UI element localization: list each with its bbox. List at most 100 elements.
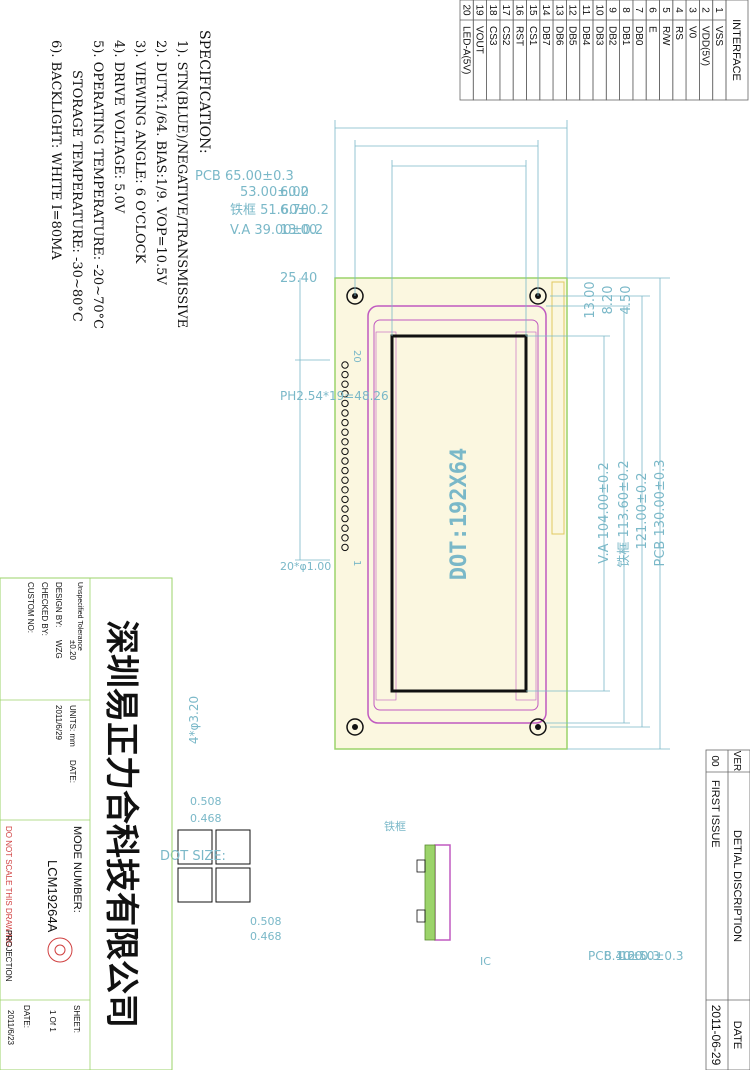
model-number: LCM19264A — [45, 860, 60, 933]
side-view: 铁框 IC 12.50±0.3 8.40±0.3 PCB 1.60 — [384, 820, 684, 968]
dot-size-1: 0.508 — [190, 795, 222, 808]
spec-line-3: 3). VIEWING ANGLE: 6 O'CLOCK — [132, 40, 147, 264]
sheet-label: SHEET: — [72, 1005, 81, 1033]
projection-symbol-icon — [47, 937, 73, 963]
pin-number: 7 — [633, 7, 644, 13]
r82-label: 8.20 — [601, 286, 616, 315]
mount-hole-tr — [529, 718, 547, 736]
interface-row — [712, 0, 727, 101]
pin-hole — [341, 514, 349, 523]
company-name: 深圳易正力合科技有限公司 — [101, 620, 141, 1028]
interface-row — [605, 0, 621, 101]
rev-col-desc: DETIAL DISCRIPTION — [731, 830, 743, 942]
pin-hole — [341, 466, 349, 475]
pin-20-label: 20 — [351, 350, 362, 363]
pin-hole — [341, 361, 349, 369]
top-strip — [551, 281, 565, 535]
pin-hole — [341, 524, 349, 532]
pin-number: 9 — [607, 7, 618, 13]
interface-header: INTERFACE — [730, 19, 742, 81]
pin-number: 6 — [647, 7, 658, 13]
dot-size-label: DOT SIZE: — [160, 849, 226, 864]
pin-number: 12 — [567, 4, 578, 16]
va-len-label: V.A 104.00±0.2 — [597, 462, 612, 563]
o2540-dim: 25.40 — [280, 271, 317, 286]
pin-number: 3 — [686, 7, 697, 13]
pitch-dim: PH2.54*19=48.26 — [280, 389, 389, 403]
rev-ver: 00 — [709, 755, 720, 767]
pin-number: 15 — [527, 4, 538, 16]
pin-name: VOUT — [474, 26, 485, 54]
date2-label: DATE: — [22, 1005, 31, 1028]
dot-size: DOT SIZE: 0.508 0.468 0.508 0.468 — [160, 795, 282, 943]
rev-col-date: DATE — [731, 1021, 743, 1050]
sheet-value: 1 Of 1 — [48, 1010, 57, 1032]
pin-number: 11 — [580, 5, 591, 16]
pin-name: DB1 — [620, 26, 631, 46]
dot-size-2: 0.468 — [190, 812, 222, 825]
pin-hole — [341, 476, 349, 484]
unspecified-label: Unspecified Tolerance — [76, 582, 83, 651]
pin-hole — [341, 457, 349, 465]
checked-label: CHECKED BY: — [40, 582, 49, 636]
projection-label: PROJECTION — [4, 930, 13, 982]
pin-name: RS — [673, 26, 684, 40]
mount-hole-br — [346, 718, 364, 736]
r45-label: 4.50 — [619, 286, 634, 315]
interface-row — [459, 0, 474, 101]
pin-hole — [341, 447, 349, 456]
pin-name: VSS — [713, 26, 724, 46]
pin-number: 13 — [553, 4, 564, 16]
pin-number: 2 — [700, 7, 711, 13]
spec-line-1: 1). STN(BLUE)/NEGATIVE/TRANSMISSIVE — [174, 40, 189, 328]
design-by: WZG — [54, 640, 63, 659]
pin-number: 5 — [660, 7, 671, 13]
pin-hole — [341, 495, 349, 504]
frame-inner — [373, 319, 539, 711]
rev-col-ver: VER — [731, 751, 742, 772]
pin-number: 20 — [460, 4, 471, 16]
metal-frame — [367, 305, 547, 724]
dimension-labels: PCB 130.00±0.3 121.00±0.2 铁框 113.60±0.2 … — [187, 281, 668, 744]
pin-name: E — [647, 26, 658, 33]
pin-number: 10 — [593, 4, 604, 16]
pin-name: DB7 — [540, 26, 551, 46]
mount-hole-label: 4*φ3.20 — [187, 696, 201, 744]
pin-name: VDD(5V) — [700, 26, 711, 66]
frame-len-label: 铁框 113.60±0.2 — [617, 460, 632, 567]
pin-number: 18 — [487, 4, 498, 16]
pin-header — [341, 361, 349, 552]
pin-name: DB4 — [580, 26, 591, 46]
spec-title: SPECIFICATION: — [196, 30, 212, 154]
pin-number: 16 — [514, 4, 525, 16]
pin-name: CS3 — [487, 26, 498, 46]
o67-dim: 6.70 — [280, 203, 309, 218]
warning-label: DO NOT SCALE THIS DRAWING — [4, 826, 13, 946]
frame-width-dim: 铁框 51.60±0.2 — [230, 203, 329, 218]
dot-size-3: 0.508 — [250, 915, 282, 928]
lcm-module: DOT:192X64 20 1 — [334, 277, 568, 750]
pin-hole — [341, 418, 349, 427]
tpcb-label: PCB 1.60 — [588, 949, 642, 963]
pin-hole — [341, 399, 349, 408]
pcb-width-dim: PCB 65.00±0.3 — [195, 169, 294, 184]
pin-hole — [341, 390, 349, 398]
pin-hole-dim: 20*φ1.00 — [280, 560, 331, 573]
pcb-width-label: PCB 130.00±0.3 — [653, 459, 668, 566]
pin-hole — [341, 543, 349, 552]
interface-row — [619, 0, 634, 101]
pin-hole — [341, 486, 349, 494]
t840-label: 8.40±0.3 — [604, 949, 660, 963]
title-block: 深圳易正力合科技有限公司 Unspecified Tolerance ±0.20… — [0, 577, 173, 1070]
pin-number: 8 — [620, 7, 631, 13]
interface-row — [685, 0, 700, 101]
d53-dim: 53.00±0.2 — [240, 185, 309, 200]
rev-desc: FIRST ISSUE — [709, 780, 721, 848]
pin-hole — [341, 534, 349, 542]
specification: SPECIFICATION: 1). STN(BLUE)/NEGATIVE/TR… — [48, 30, 212, 329]
rev-date: 2011-06-29 — [709, 1005, 723, 1066]
pin-1-label: 1 — [351, 560, 362, 566]
r13-label: 13.00 — [583, 281, 598, 318]
pin-number: 19 — [474, 4, 485, 16]
